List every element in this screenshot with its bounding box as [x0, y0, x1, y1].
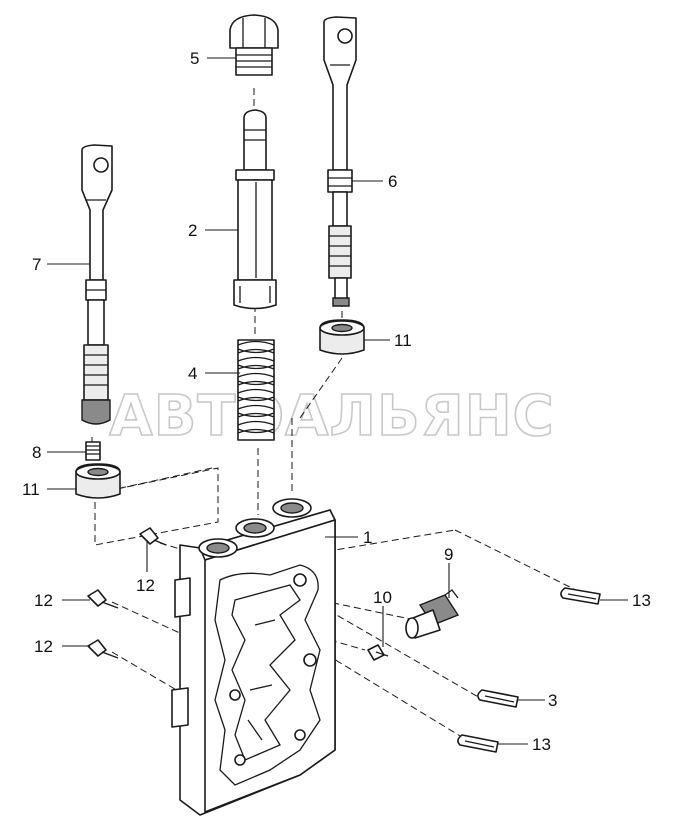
callout-4: 4: [188, 364, 197, 383]
callout-labels: 5 6 2 7 11 4 8 11 1 12 9 13 12 10 12 3 1…: [22, 49, 651, 754]
callout-13-right: 13: [632, 591, 651, 610]
leader-lines: [47, 57, 628, 745]
part-1-valve-body: [171, 498, 336, 816]
part-4-spring: [237, 339, 275, 441]
part-7-valve-rod: [81, 144, 113, 425]
watermark: АВТОАЛЬЯНС: [109, 384, 554, 449]
callout-1: 1: [363, 528, 372, 547]
callout-7: 7: [32, 255, 41, 274]
callout-8: 8: [32, 443, 41, 462]
callout-11-upper: 11: [394, 331, 412, 350]
part-12-bolt-bottom: [87, 639, 119, 659]
callout-3: 3: [548, 691, 557, 710]
part-2-valve: [233, 109, 277, 310]
callout-12-top: 12: [136, 576, 155, 595]
part-13-clip-bottom: [457, 734, 499, 753]
callout-13-bottom: 13: [532, 735, 551, 754]
callout-11-lower: 11: [22, 480, 40, 499]
part-12-bolt-top: [139, 527, 167, 546]
part-13-clip-right: [560, 587, 601, 605]
part-11-sleeve-left: [75, 463, 121, 499]
part-9-sensor: [405, 589, 460, 639]
part-5-plug: [229, 14, 279, 76]
callout-9: 9: [444, 545, 453, 564]
callout-10: 10: [373, 588, 392, 607]
part-3-clip: [477, 689, 519, 708]
callout-6: 6: [388, 172, 397, 191]
callout-12-middle: 12: [34, 591, 53, 610]
part-10-bolt: [367, 644, 389, 661]
callout-12-bottom: 12: [34, 637, 53, 656]
part-11-sleeve-right: [319, 319, 365, 355]
callout-2: 2: [188, 221, 197, 240]
callout-5: 5: [190, 49, 199, 68]
part-12-bolt-middle: [87, 589, 119, 609]
part-8-spring: [85, 441, 101, 461]
part-6-valve-rod: [323, 16, 357, 307]
